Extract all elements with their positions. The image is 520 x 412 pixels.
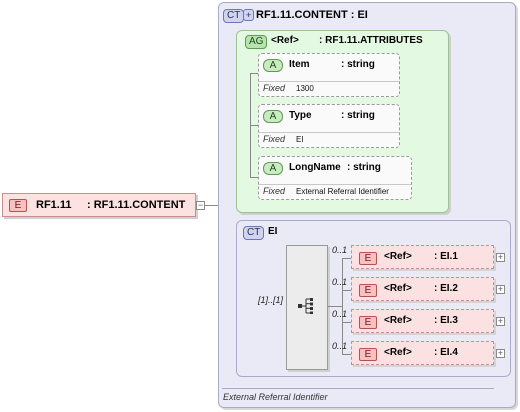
complex-type-options-icon: + xyxy=(243,9,254,21)
element-badge: E xyxy=(359,316,377,329)
element-ref-ei-3[interactable]: E <Ref> : EI.3 xyxy=(351,309,494,333)
element-ref: <Ref> xyxy=(384,251,412,262)
connector-ei4 xyxy=(342,354,351,355)
attribute-type-field[interactable]: A Type : string Fixed EI xyxy=(258,104,400,148)
element-ref-ei-4[interactable]: E <Ref> : EI.4 xyxy=(351,341,494,365)
element-badge: E xyxy=(359,284,377,297)
attribute-badge: A xyxy=(263,162,283,175)
attribute-name: Item xyxy=(289,59,310,70)
connector-seq-out xyxy=(328,306,342,307)
fixed-value: External Referral Identifier xyxy=(296,187,389,196)
attribute-name: Type xyxy=(289,110,312,121)
element-multiplicity: 0..1 xyxy=(332,309,348,319)
element-multiplicity: 0..1 xyxy=(332,277,348,287)
fixed-label: Fixed xyxy=(263,186,286,196)
attribute-item[interactable]: A Item : string Fixed 1300 xyxy=(258,53,400,97)
element-multiplicity: 0..1 xyxy=(332,245,348,255)
element-badge: E xyxy=(359,252,377,265)
root-element-name: RF1.11 xyxy=(36,199,72,211)
complex-type-title: RF1.11.CONTENT : EI xyxy=(256,9,368,21)
complex-type-name: EI xyxy=(268,226,278,237)
attribute-type: : string xyxy=(347,162,381,173)
attribute-group-badge: AG xyxy=(245,35,268,49)
expand-icon[interactable]: + xyxy=(496,348,505,358)
element-type: : EI.4 xyxy=(434,347,458,358)
expand-icon[interactable]: + xyxy=(496,252,505,262)
sequence-multiplicity: [1]..[1] xyxy=(258,295,284,305)
root-element-rf1-11[interactable]: E RF1.11 : RF1.11.CONTENT xyxy=(2,193,196,217)
connector-ei3 xyxy=(342,322,351,323)
element-ref: <Ref> xyxy=(384,315,412,326)
complex-type-badge: CT xyxy=(243,226,265,240)
documentation-divider xyxy=(222,388,494,389)
attribute-divider xyxy=(259,132,399,133)
element-ref: <Ref> xyxy=(384,283,412,294)
expand-icon[interactable]: + xyxy=(496,284,505,294)
attribute-type: : string xyxy=(341,59,375,70)
complex-type-documentation: External Referral Identifier xyxy=(223,392,328,402)
element-multiplicity: 0..1 xyxy=(332,341,348,351)
element-badge: E xyxy=(9,199,27,212)
element-type: : EI.3 xyxy=(434,315,458,326)
attribute-divider xyxy=(259,184,411,185)
attribute-longname[interactable]: A LongName : string Fixed External Refer… xyxy=(258,156,412,200)
connector-attr-longname xyxy=(250,177,258,178)
collapse-toggle-icon[interactable]: − xyxy=(196,200,205,210)
complex-type-badge: CT xyxy=(223,9,245,23)
element-badge: E xyxy=(359,348,377,361)
connector-attr-type xyxy=(250,125,258,126)
sequence-compositor[interactable] xyxy=(286,245,328,370)
element-ref-ei-2[interactable]: E <Ref> : EI.2 xyxy=(351,277,494,301)
attribute-badge: A xyxy=(263,110,283,123)
connector-sequence-branches xyxy=(342,258,343,354)
element-type: : EI.1 xyxy=(434,251,458,262)
root-element-type: : RF1.11.CONTENT xyxy=(87,199,186,211)
fixed-value: EI xyxy=(296,135,304,144)
connector-attr-item xyxy=(250,73,258,74)
element-ref-ei-1[interactable]: E <Ref> : EI.1 xyxy=(351,245,494,269)
fixed-value: 1300 xyxy=(296,84,314,93)
fixed-label: Fixed xyxy=(263,134,286,144)
attribute-divider xyxy=(259,81,399,82)
fixed-label: Fixed xyxy=(263,83,286,93)
attribute-group-type: : RF1.11.ATTRIBUTES xyxy=(319,35,423,46)
connector-root-ct xyxy=(205,205,229,206)
element-ref: <Ref> xyxy=(384,347,412,358)
attribute-type: : string xyxy=(341,110,375,121)
attribute-name: LongName xyxy=(289,162,341,173)
element-type: : EI.2 xyxy=(434,283,458,294)
attribute-group-ref: <Ref> xyxy=(271,35,299,46)
sequence-icon xyxy=(298,298,313,314)
expand-icon[interactable]: + xyxy=(496,316,505,326)
connector-ei1 xyxy=(342,258,351,259)
attribute-badge: A xyxy=(263,59,283,72)
connector-ei2 xyxy=(342,290,351,291)
